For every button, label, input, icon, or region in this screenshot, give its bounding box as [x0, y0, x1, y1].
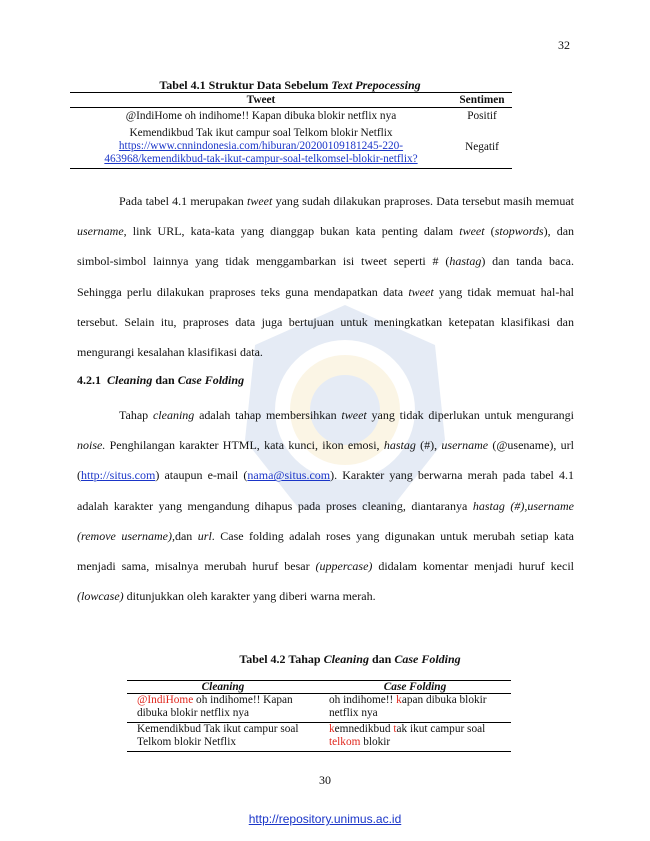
table-4-2: Cleaning Case Folding @IndiHome oh indih… — [127, 680, 511, 752]
table-4-1-caption: Tabel 4.1 Struktur Data Sebelum Text Pre… — [159, 78, 421, 92]
table-row: Kemendikbud Tak ikut campur soal Telkom … — [127, 722, 511, 752]
page-number-top: 32 — [558, 38, 570, 52]
table-row: Kemendikbud Tak ikut campur soal Telkom … — [70, 125, 512, 169]
tweet-cell: Kemendikbud Tak ikut campur soal Telkom … — [70, 125, 452, 169]
cleaning-cell: Kemendikbud Tak ikut campur soal Telkom … — [127, 722, 319, 752]
tweet-text: Kemendikbud Tak ikut campur soal Telkom … — [129, 127, 393, 139]
table-header-sentimen: Sentimen — [452, 92, 512, 108]
case-folding-cell: oh indihome!! kapan dibuka blokir netfli… — [319, 693, 511, 723]
email-link[interactable]: nama@situs.com — [247, 468, 331, 483]
case-folding-cell: kemnedikbud tak ikut campur soal telkom … — [319, 722, 511, 752]
tweet-cell: @IndiHome oh indihome!! Kapan dibuka blo… — [125, 110, 397, 122]
table-4-2-caption: Tabel 4.2 Tahap Cleaning dan Case Foldin… — [239, 652, 461, 666]
cleaning-cell: @IndiHome oh indihome!! Kapan dibuka blo… — [127, 693, 319, 723]
page-number-bottom: 30 — [319, 773, 331, 787]
sentimen-cell: Negatif — [452, 125, 512, 169]
sentimen-cell: Positif — [467, 110, 497, 122]
table-row: @IndiHome oh indihome!! Kapan dibuka blo… — [70, 108, 512, 126]
table-4-1: Tweet Sentimen @IndiHome oh indihome!! K… — [70, 92, 512, 169]
table-header-tweet: Tweet — [70, 92, 452, 108]
table-header-case-folding: Case Folding — [319, 680, 511, 694]
paragraph-2: Tahap cleaning adalah tahap membersihkan… — [77, 408, 575, 604]
table-header-cleaning: Cleaning — [127, 680, 319, 694]
section-heading: 4.2.1 Cleaning dan Case Folding — [77, 373, 245, 387]
table-row: @IndiHome oh indihome!! Kapan dibuka blo… — [127, 693, 511, 723]
paragraph-1: Pada tabel 4.1 merupakan tweet yang suda… — [77, 194, 575, 360]
news-link[interactable]: https://www.cnnindonesia.com/hiburan/202… — [104, 140, 418, 165]
footer-repository-link[interactable]: http://repository.unimus.ac.id — [248, 812, 402, 826]
situs-url-link[interactable]: http://situs.com — [81, 468, 156, 483]
